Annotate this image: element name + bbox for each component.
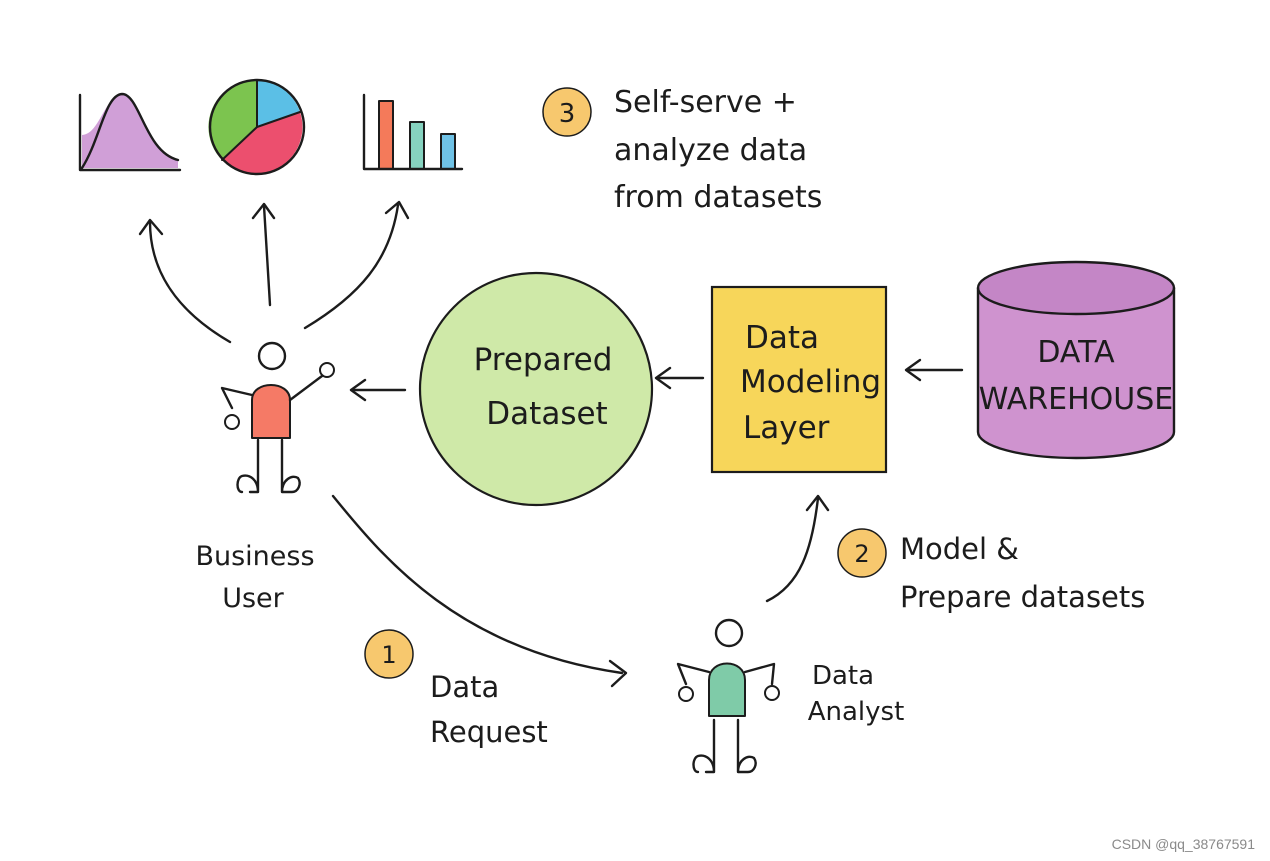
bell-curve-chart-icon (78, 92, 182, 172)
step-3-label-line3: from datasets (614, 180, 822, 215)
user-to-charts-arrows (138, 200, 410, 344)
step-3-badge: 3 (542, 87, 592, 137)
data-modeling-layer-line3: Layer (743, 410, 830, 446)
database-cylinder (976, 260, 1176, 460)
step-1-badge: 1 (364, 629, 414, 679)
business-user-label-line2: User (222, 583, 284, 614)
step-1-number: 1 (381, 641, 396, 669)
step-2-badge: 2 (837, 528, 887, 578)
data-modeling-layer-box (710, 285, 888, 474)
analyst-to-modeling-arrow (765, 494, 830, 603)
business-user-figure (220, 341, 335, 494)
watermark-text: CSDN @qq_38767591 (1112, 836, 1256, 852)
step-2-number: 2 (854, 540, 869, 568)
step-1-label-line2: Request (430, 715, 548, 749)
prepared-dataset-line1: Prepared (474, 342, 613, 378)
warehouse-to-modeling-arrow (904, 358, 964, 382)
data-warehouse-label-line1: DATA (1037, 335, 1115, 370)
prepared-dataset-circle (418, 271, 654, 507)
step-3-number: 3 (559, 99, 576, 129)
data-analyst-figure (676, 618, 780, 774)
step-1-label-line1: Data (430, 670, 499, 704)
step-2-label-line1: Model & (900, 532, 1019, 566)
data-analyst-label-line1: Data (812, 661, 874, 691)
user-to-analyst-arrow (331, 494, 628, 688)
data-modeling-layer-line2: Modeling (740, 364, 881, 400)
data-warehouse-label-line2: WAREHOUSE (979, 382, 1173, 417)
data-analyst-label-line2: Analyst (808, 697, 905, 727)
pie-chart-icon (208, 78, 306, 176)
dataset-to-user-arrow (349, 378, 407, 402)
data-modeling-layer-line1: Data (745, 320, 819, 356)
step-3-label-line2: analyze data (614, 133, 807, 168)
prepared-dataset-line2: Dataset (486, 396, 607, 432)
business-user-label-line1: Business (195, 541, 314, 572)
step-3-label-line1: Self-serve + (614, 85, 797, 120)
step-2-label-line2: Prepare datasets (900, 580, 1145, 614)
modeling-to-dataset-arrow (654, 366, 705, 390)
bar-chart-icon (362, 93, 464, 171)
